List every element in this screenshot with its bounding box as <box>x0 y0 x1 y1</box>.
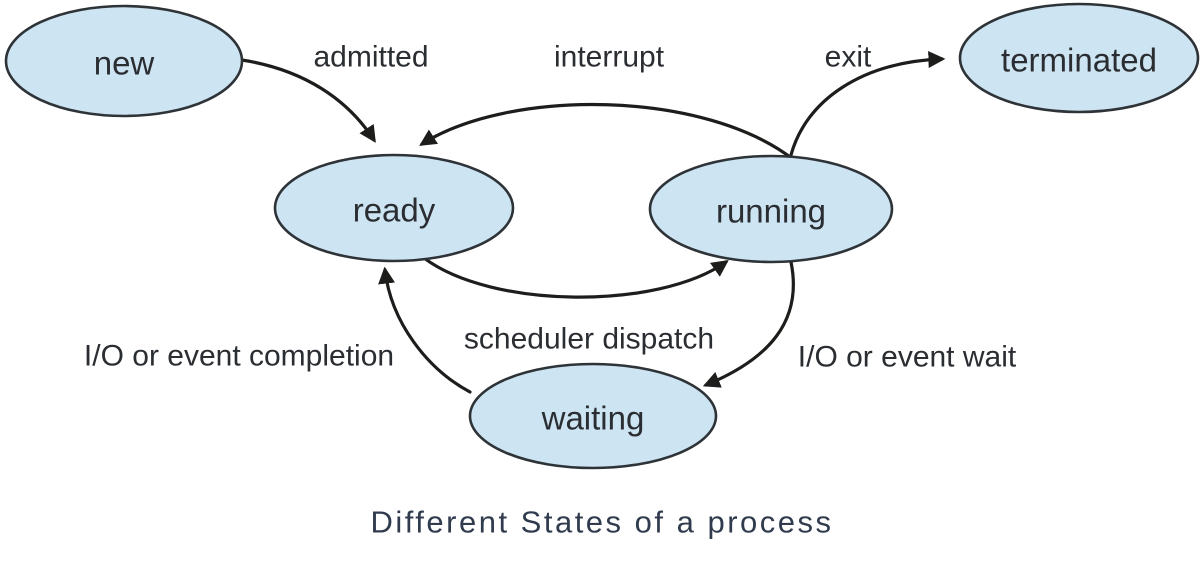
state-label-running: running <box>716 193 826 230</box>
state-label-terminated: terminated <box>1001 42 1157 79</box>
transition-arrow-interrupt <box>419 102 796 162</box>
state-node-ready: ready <box>273 153 515 263</box>
transition-arrow-scheduler-dispatch <box>422 256 729 299</box>
transition-label-io-wait: I/O or event wait <box>798 341 1017 374</box>
state-label-new: new <box>94 45 155 82</box>
state-ellipse-terminated <box>958 2 1200 114</box>
state-ellipse-waiting <box>468 362 718 470</box>
state-node-running: running <box>648 154 894 264</box>
transition-label-scheduler-dispatch: scheduler dispatch <box>464 323 714 356</box>
transition-arrow-admitted <box>240 58 376 143</box>
transition-label-admitted: admitted <box>313 41 428 74</box>
state-ellipse-running <box>648 154 894 264</box>
transition-arrow-io-completion <box>378 266 472 394</box>
state-label-ready: ready <box>353 192 436 229</box>
transition-label-exit: exit <box>825 41 872 74</box>
transition-arrow-io-wait <box>702 260 795 388</box>
transition-label-interrupt: interrupt <box>554 41 665 74</box>
state-ellipse-ready <box>273 153 515 263</box>
transition-label-io-completion: I/O or event completion <box>84 340 394 373</box>
transition-arrow-exit <box>789 51 946 157</box>
state-node-new: new <box>4 4 244 118</box>
diagram-caption: Different States of a process <box>370 505 833 540</box>
state-node-terminated: terminated <box>958 2 1200 114</box>
state-node-waiting: waiting <box>468 362 718 470</box>
state-ellipse-new <box>4 4 244 118</box>
state-label-waiting: waiting <box>541 400 645 437</box>
